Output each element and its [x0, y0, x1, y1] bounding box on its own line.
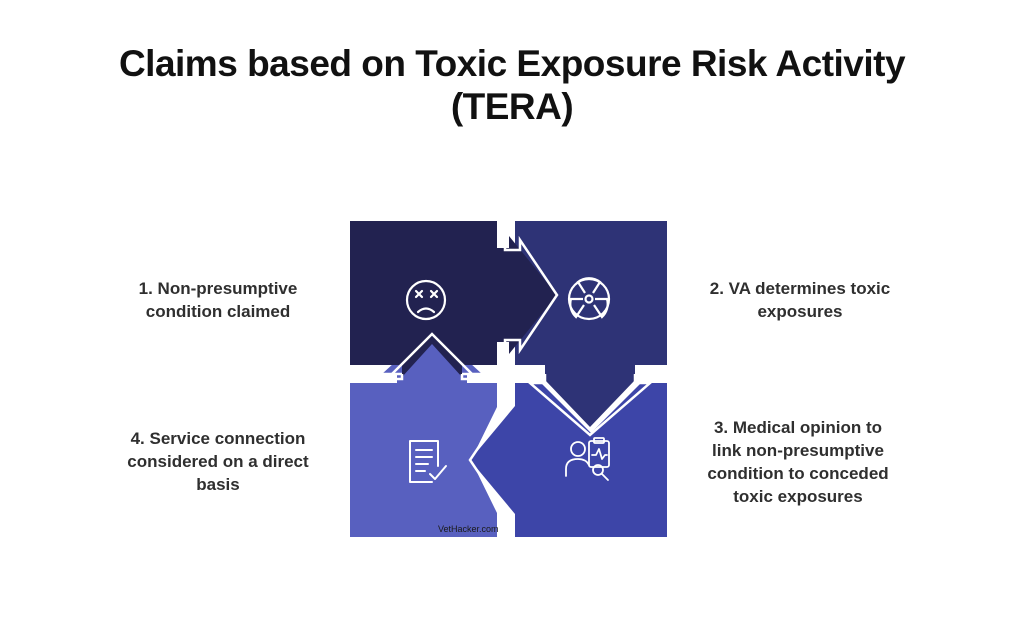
step-3-line-2: link non-presumptive	[712, 441, 884, 460]
step-2-label: 2. VA determines toxic exposures	[690, 277, 910, 323]
radiation-icon	[567, 277, 611, 321]
step-4-label: 4. Service connection considered on a di…	[108, 427, 328, 496]
step-3-line-4: toxic exposures	[733, 487, 863, 506]
step-4-line-2: considered on a direct	[127, 452, 309, 471]
title-line-1: Claims based on Toxic Exposure Risk Acti…	[118, 43, 906, 84]
sad-face-icon	[405, 279, 447, 321]
step-1-label: 1. Non-presumptive condition claimed	[118, 277, 318, 323]
document-check-icon	[409, 440, 447, 483]
quadrant-4	[350, 328, 497, 537]
step-4-line-1: 4. Service connection	[130, 429, 306, 448]
step-3-line-3: condition to conceded	[707, 464, 889, 483]
step-2-line-2: exposures	[757, 302, 843, 321]
watermark: VetHacker.com	[438, 524, 499, 534]
step-4-line-3: basis	[196, 475, 240, 494]
title-line-2: (TERA)	[450, 86, 574, 127]
step-3-label: 3. Medical opinion to link non-presumpti…	[688, 416, 908, 508]
step-1-line-2: condition claimed	[145, 302, 291, 321]
quadrant-3	[470, 383, 667, 537]
step-3-line-1: 3. Medical opinion to	[713, 418, 883, 437]
quadrant-1	[350, 221, 557, 377]
doctor-clipboard-icon	[565, 437, 610, 481]
step-2-line-1: 2. VA determines toxic	[709, 279, 891, 298]
step-1-line-1: 1. Non-presumptive	[138, 279, 298, 298]
quadrant-2	[515, 221, 667, 427]
piece-borders	[350, 221, 667, 537]
diagram-title: Claims based on Toxic Exposure Risk Acti…	[0, 42, 1024, 128]
